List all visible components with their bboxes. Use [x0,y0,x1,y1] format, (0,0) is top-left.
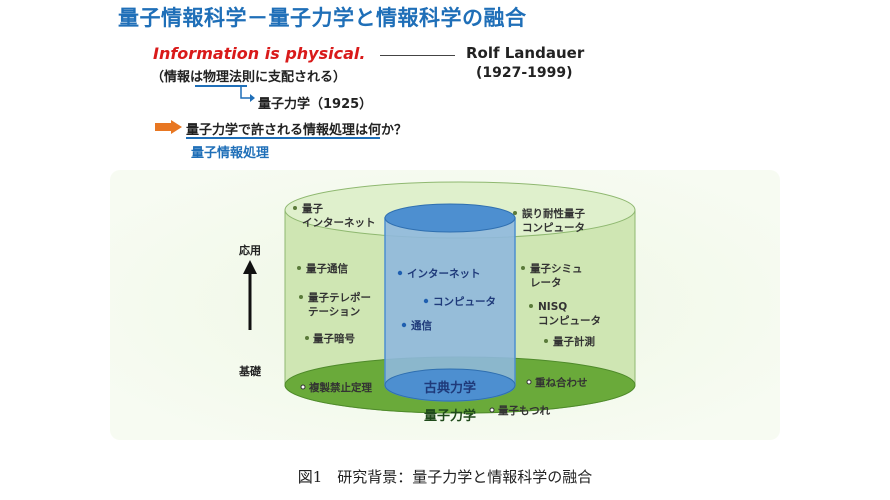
axis-bottom-label: 基礎 [238,364,262,378]
left-item: テーション [308,306,360,318]
bullet-dot [423,298,429,304]
bullet-dot [513,211,517,215]
quote-text: Information is physical. [153,44,366,63]
left-item: 量子 [302,202,323,215]
bullet-dot [544,339,548,343]
axis-arrow-head [243,260,257,274]
elbow-arrow-icon [240,86,255,102]
quote-gloss: （情報は物理法則に支配される） [151,70,347,85]
inner-base-label: 古典力学 [424,380,476,396]
bullet-dot [529,304,533,308]
right-item: 重ね合わせ [535,376,588,389]
quantum-mechanics-ref: 量子力学（1925） [258,97,373,112]
right-item: 量子計測 [553,335,595,348]
right-item: 量子シミュ [530,262,583,275]
bullet-dot [489,407,495,413]
bullet-dot [300,384,306,390]
right-item: NISQ [538,301,567,313]
cylinder-diagram: 応用 基礎 量子 インターネット 量子通信 量子テレポー テーション 量子暗号 … [110,170,780,440]
bullet-dot [299,295,303,299]
inner-cylinder-base [384,368,516,402]
right-item: コンピュータ [538,315,601,327]
question-text: 量子力学で許される情報処理は何か？ [186,123,408,138]
bullet-dot [305,336,309,340]
outer-base-label: 量子力学 [424,408,476,424]
left-item: 複製禁止定理 [308,381,372,394]
quote-author: Rolf Landauer [466,44,585,62]
orange-arrow-icon [155,120,182,134]
bullet-dot [526,379,532,385]
right-item: レータ [530,277,562,289]
answer-text: 量子情報処理 [191,146,270,161]
question-underline [186,137,380,139]
left-item: 量子暗号 [313,332,355,345]
left-item: 量子テレポー [308,291,371,304]
bullet-dot [297,266,301,270]
physics-underline [195,85,247,87]
quote-dash-line [380,55,455,56]
inner-item: コンピュータ [433,296,496,308]
axis-top-label: 応用 [239,243,261,257]
page-title: 量子情報科学－量子力学と情報科学の融合 [118,6,527,30]
bullet-dot [397,270,403,276]
inner-item: インターネット [407,268,481,280]
bullet-dot [293,206,297,210]
bullet-dot [521,266,525,270]
right-item: 誤り耐性量子 [522,207,585,220]
author-years: (1927-1999) [476,65,573,81]
figure-caption: 図1 研究背景：量子力学と情報科学の融合 [297,468,593,486]
inner-cylinder-top [384,203,516,233]
inner-item: 通信 [411,319,432,332]
left-item: インターネット [302,217,376,229]
left-item: 量子通信 [306,262,348,275]
right-item: 量子もつれ [498,404,551,417]
bullet-dot [401,322,407,328]
right-item: コンピュータ [522,222,585,234]
